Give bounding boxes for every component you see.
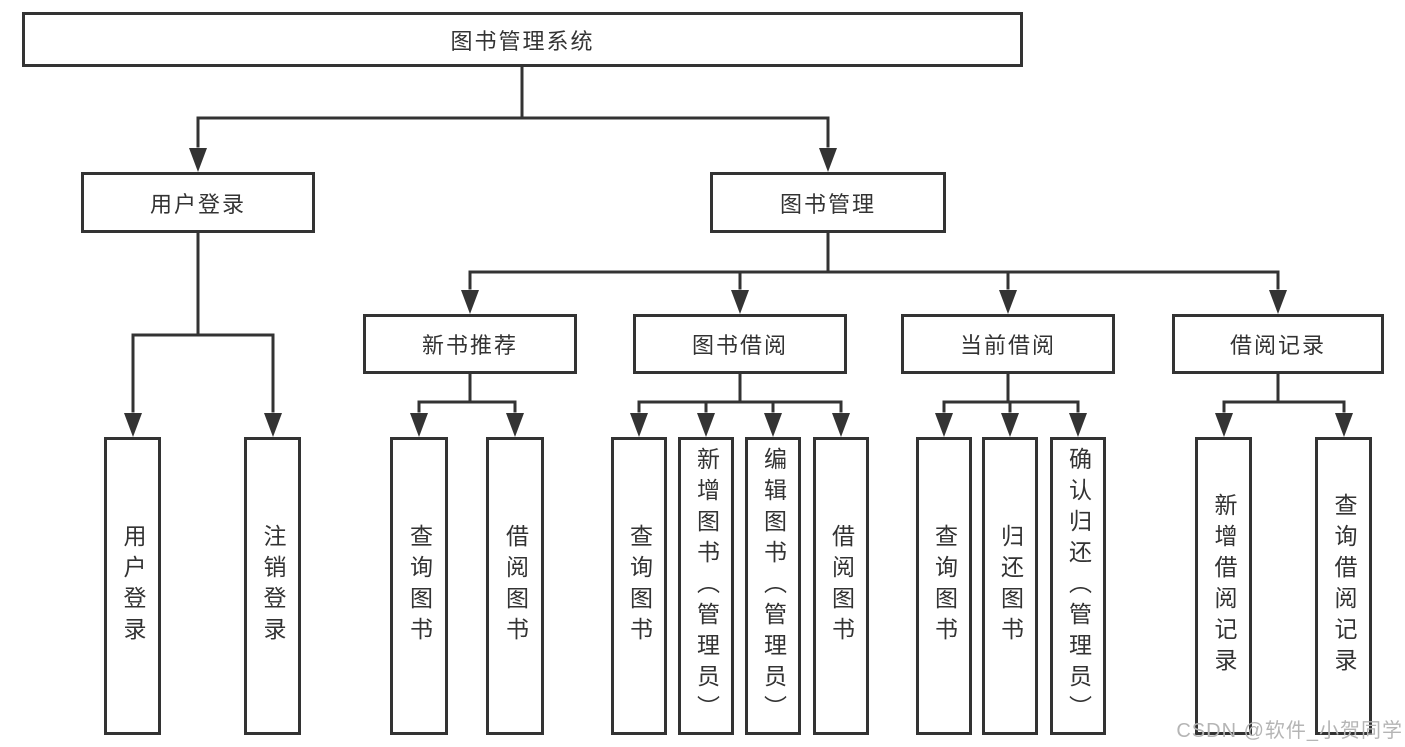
connector-book-borrow-to-leaves	[630, 372, 850, 437]
node-borrow-record: 借阅记录	[1172, 314, 1384, 374]
leaf-cb-query-book-label: 查询图书	[931, 524, 958, 648]
leaf-nb-borrow-book-label: 借阅图书	[502, 524, 529, 648]
csdn-watermark: CSDN @软件_小贺同学	[1176, 720, 1403, 742]
leaf-cb-confirm-return: 确认归还（管理员）	[1050, 437, 1106, 735]
leaf-bb-edit-book-label: 编辑图书（管理员）	[760, 446, 787, 726]
leaf-bb-add-book: 新增图书（管理员）	[678, 437, 734, 735]
connector-new-book-to-leaves	[410, 372, 524, 437]
node-user-login-label: 用户登录	[149, 191, 246, 217]
node-current-borrow: 当前借阅	[901, 314, 1115, 374]
leaf-user-login: 用户登录	[104, 437, 161, 735]
leaf-br-add-record-label: 新增借阅记录	[1211, 493, 1237, 679]
node-book-borrow-label: 图书借阅	[691, 333, 788, 358]
leaf-cb-return-book: 归还图书	[982, 437, 1038, 735]
node-root: 图书管理系统	[22, 12, 1023, 67]
leaf-cb-confirm-return-label: 确认归还（管理员）	[1065, 446, 1092, 726]
leaf-bb-edit-book: 编辑图书（管理员）	[745, 437, 801, 735]
node-current-borrow-label: 当前借阅	[959, 333, 1056, 358]
node-user-login: 用户登录	[81, 172, 315, 233]
connector-current-borrow-to-leaves	[935, 372, 1087, 437]
leaf-br-query-record-label: 查询借阅记录	[1331, 493, 1357, 679]
leaf-logout: 注销登录	[244, 437, 301, 735]
leaf-bb-query-book: 查询图书	[611, 437, 667, 735]
node-borrow-record-label: 借阅记录	[1229, 333, 1326, 358]
leaf-nb-borrow-book: 借阅图书	[486, 437, 544, 735]
leaf-nb-query-book-label: 查询图书	[406, 524, 433, 648]
connector-user-login-to-leaves	[124, 231, 282, 437]
connector-borrow-record-to-leaves	[1215, 372, 1353, 437]
leaf-bb-add-book-label: 新增图书（管理员）	[693, 446, 720, 726]
connector-book-mgmt-to-level3	[461, 231, 1287, 314]
node-book-mgmt: 图书管理	[710, 172, 946, 233]
leaf-br-query-record: 查询借阅记录	[1315, 437, 1372, 735]
leaf-br-add-record: 新增借阅记录	[1195, 437, 1252, 735]
leaf-bb-query-book-label: 查询图书	[626, 524, 653, 648]
node-new-book-rec: 新书推荐	[363, 314, 577, 374]
leaf-cb-return-book-label: 归还图书	[997, 524, 1024, 648]
node-book-mgmt-label: 图书管理	[779, 191, 876, 217]
connector-root-to-level2	[189, 65, 837, 172]
leaf-nb-query-book: 查询图书	[390, 437, 448, 735]
node-new-book-rec-label: 新书推荐	[421, 333, 518, 358]
node-book-borrow: 图书借阅	[633, 314, 847, 374]
leaf-cb-query-book: 查询图书	[916, 437, 972, 735]
leaf-bb-borrow-book-label: 借阅图书	[828, 524, 855, 648]
leaf-bb-borrow-book: 借阅图书	[813, 437, 869, 735]
leaf-logout-label: 注销登录	[260, 524, 286, 648]
node-root-label: 图书管理系统	[450, 28, 595, 54]
leaf-user-login-label: 用户登录	[120, 524, 146, 648]
